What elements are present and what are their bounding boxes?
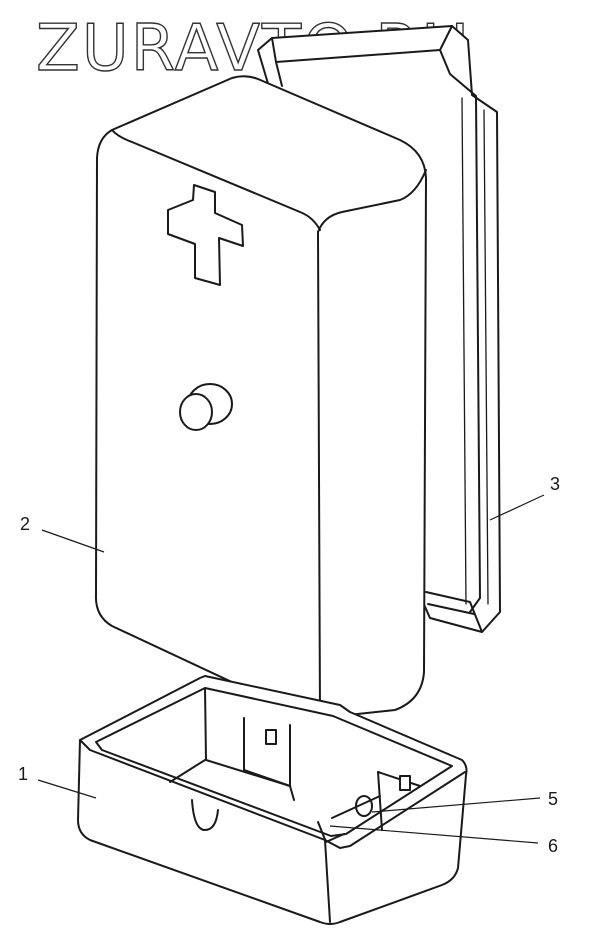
callout-1: 1 (18, 764, 28, 784)
leader-6 (329, 825, 539, 844)
lid-knob (179, 383, 233, 431)
leader-5 (371, 797, 541, 813)
leader-3 (489, 494, 545, 521)
lid (94, 75, 427, 719)
leader-2 (41, 529, 105, 553)
latch-bracket (317, 821, 345, 843)
base (77, 675, 468, 925)
callout-2: 2 (20, 514, 30, 534)
callout-3: 3 (550, 474, 560, 494)
leader-1 (37, 779, 97, 799)
callout-6: 6 (548, 836, 558, 856)
callout-5: 5 (548, 789, 558, 809)
latch-pin (331, 795, 381, 819)
